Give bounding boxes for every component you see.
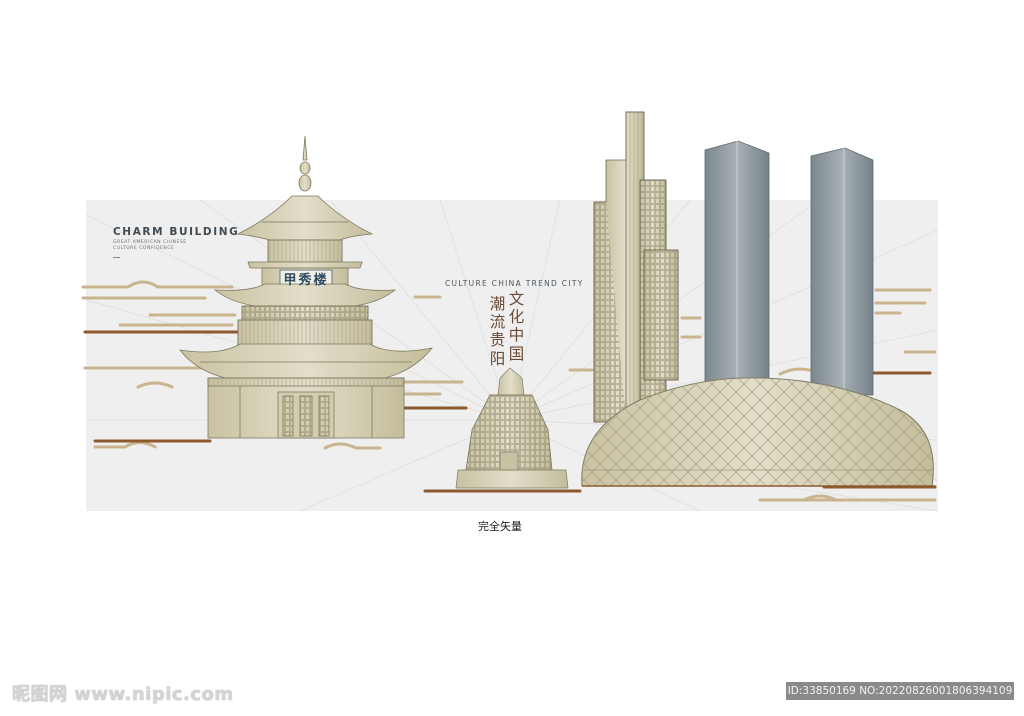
- poster-subtitle-line2: CULTURE CONFIDENCE: [113, 246, 175, 251]
- dome-stadium: [581, 377, 935, 487]
- title-divider: [113, 257, 120, 258]
- poster-subtitle: GREAT AMERICAN CHINESE CULTURE CONFIDENC…: [113, 240, 193, 252]
- caption-text: 完全矢量: [478, 520, 522, 533]
- tagline-english: CULTURE CHINA TREND CITY: [445, 279, 584, 288]
- jiaxiu-pavilion: [179, 135, 433, 439]
- twin-towers: [704, 140, 874, 396]
- bell-tower: [455, 367, 569, 489]
- cloud-lines: [81, 280, 937, 502]
- poster-subtitle-line1: GREAT AMERICAN CHINESE: [113, 240, 187, 245]
- tagline-chinese-col2: 潮流贵阳: [489, 295, 506, 368]
- tagline-chinese-col1: 文化中国: [508, 290, 525, 363]
- poster-title: CHARM BUILDING: [113, 226, 240, 238]
- watermark-id: ID:33850169 NO:20220826001806394109: [786, 682, 1014, 700]
- watermark-site: 昵图网 www.nipic.com: [12, 684, 234, 705]
- brown-lines: [83, 330, 937, 493]
- tall-tower: [593, 111, 679, 423]
- pavilion-plaque-text: 甲秀楼: [283, 272, 328, 288]
